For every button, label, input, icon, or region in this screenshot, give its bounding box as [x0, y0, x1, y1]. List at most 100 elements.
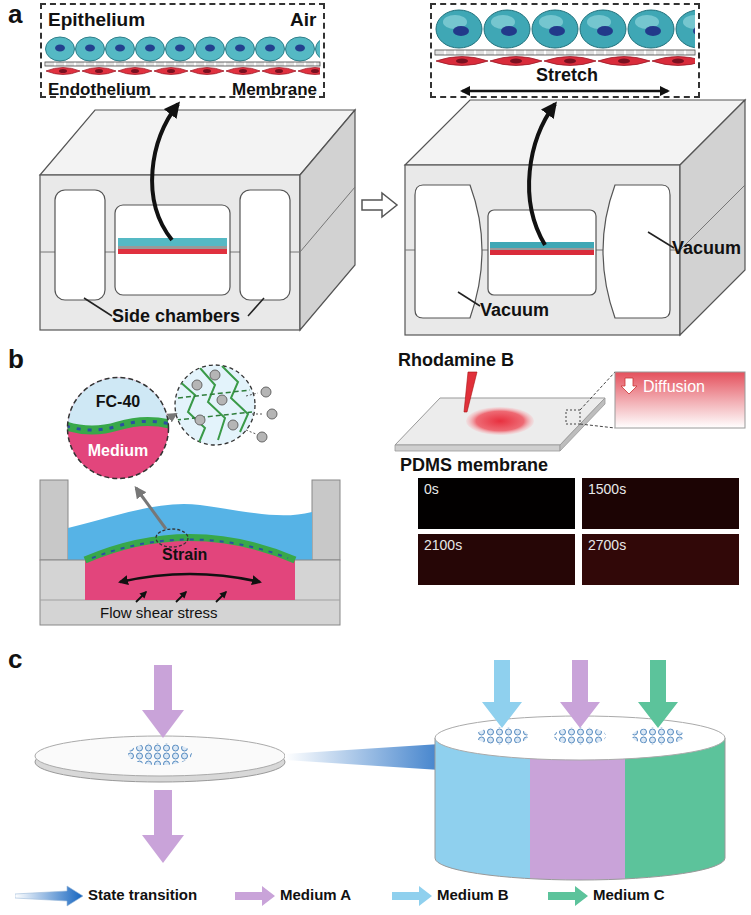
- tissue-inset: EpitheliumAirEndotheliumMembrane: [40, 3, 325, 98]
- layer-seam: [300, 187, 355, 252]
- diffusion-box: Diffusion: [615, 372, 745, 428]
- strain-label: Strain: [162, 546, 207, 564]
- medium-fill: [66, 376, 170, 480]
- zoom-region: [566, 410, 580, 424]
- part-label: Side chambers: [112, 306, 240, 327]
- legend-swatch: [548, 885, 588, 907]
- chip-front-face: [405, 165, 680, 335]
- chip-wall: [40, 480, 68, 560]
- epithelium-layer: [45, 36, 320, 62]
- shear-label: Flow shear stress: [100, 604, 218, 621]
- particle: [195, 415, 205, 425]
- arrow-sample: [235, 886, 275, 906]
- zoom-line: [580, 372, 615, 410]
- fluorescence-frame: 2100s: [418, 534, 575, 585]
- diffusion-gradient: [615, 372, 745, 428]
- released-particle: [267, 409, 277, 419]
- particle: [210, 370, 220, 380]
- legend-swatch: [392, 885, 432, 907]
- zoom-line: [580, 424, 615, 428]
- channel-endothelium: [490, 250, 594, 255]
- cell-nuclei: [66, 421, 170, 430]
- strain-arrow: [120, 574, 260, 582]
- stretched-epithelium: [435, 8, 695, 50]
- chip-wall: [312, 480, 340, 560]
- arrow-sample: [548, 886, 588, 906]
- pipette-tip: [464, 372, 477, 412]
- culture-disc: [35, 736, 285, 776]
- layer-fill: [66, 376, 170, 480]
- side-chamber: [240, 190, 290, 300]
- layer-label: FC-40: [66, 393, 170, 411]
- zoom-circle: [175, 365, 255, 445]
- cell-cluster: [632, 727, 684, 745]
- legend-text: State transition: [88, 886, 197, 903]
- time-stamp: 2100s: [424, 537, 462, 553]
- zoom-arrow: [529, 104, 555, 245]
- released-particle: [257, 432, 267, 442]
- time-stamp: 1500s: [588, 481, 626, 497]
- legend: State transitionMedium AMedium BMedium C: [0, 884, 751, 910]
- leader-line: [648, 232, 674, 248]
- endothelium-layer: [45, 66, 320, 76]
- pdms-membrane: [395, 398, 605, 445]
- crosslink: [176, 390, 252, 420]
- stretch-label: Stretch: [432, 65, 702, 86]
- panel-letter: a: [8, 0, 22, 30]
- leader-line: [458, 292, 480, 306]
- zoom-arrow: [152, 104, 178, 240]
- layer-label: Medium: [66, 442, 170, 460]
- polymer-chain: [178, 380, 205, 445]
- layer-label: Endothelium: [48, 80, 151, 100]
- release-path: [246, 393, 258, 396]
- central-channel: [115, 205, 230, 295]
- channel-endothelium: [118, 249, 227, 254]
- release-path: [252, 414, 264, 415]
- shear-arrow: [176, 592, 186, 602]
- diffusion-label: Diffusion: [643, 378, 705, 396]
- part-label: Vacuum: [480, 300, 549, 321]
- fluorescence-frame: 1500s: [582, 478, 739, 529]
- arrow-sample: [392, 886, 432, 906]
- medium-arrow: [638, 660, 678, 728]
- fc40-fill: [66, 376, 170, 430]
- medium-arrow: [142, 790, 184, 863]
- particle: [228, 420, 238, 430]
- central-channel: [488, 210, 596, 295]
- medium-channel: [85, 538, 295, 601]
- arrow-sample: [15, 886, 83, 906]
- multi-medium-cylinder: [435, 700, 725, 890]
- time-stamp: 2700s: [588, 537, 626, 553]
- stretch-arrow: [462, 90, 668, 93]
- released-particle: [261, 387, 271, 397]
- chip-front-face: [40, 175, 300, 330]
- legend-swatch: [235, 885, 275, 907]
- vacuum-chamber: [603, 185, 670, 318]
- medium-arrow: [482, 660, 522, 728]
- particle: [217, 395, 227, 405]
- cell-cluster: [554, 727, 606, 745]
- medium-arrow: [142, 665, 184, 738]
- fluorescence-frame: 2700s: [582, 534, 739, 585]
- circle-border: [68, 378, 169, 479]
- circle-outline: [66, 376, 170, 480]
- panel-letter: c: [8, 645, 22, 675]
- release-path: [246, 430, 256, 434]
- membrane-edge: [395, 445, 560, 451]
- chip-side-face: [680, 100, 745, 335]
- layer-label: Epithelium: [48, 9, 145, 31]
- fluorescence-frame: 0s: [418, 478, 575, 529]
- particle: [192, 380, 202, 390]
- part-label: Vacuum: [672, 238, 741, 259]
- zoom-region: [156, 529, 188, 547]
- channel-membrane: [490, 248, 594, 250]
- transition-arrow: [362, 193, 397, 217]
- zoom-circle: FC-40Medium: [66, 376, 170, 480]
- time-stamp: 0s: [424, 481, 439, 497]
- chip-side-face: [300, 110, 355, 330]
- porous-membrane: [45, 62, 320, 66]
- legend-text: Medium A: [280, 886, 351, 903]
- shear-arrow: [136, 592, 146, 602]
- channel-membrane: [118, 246, 227, 249]
